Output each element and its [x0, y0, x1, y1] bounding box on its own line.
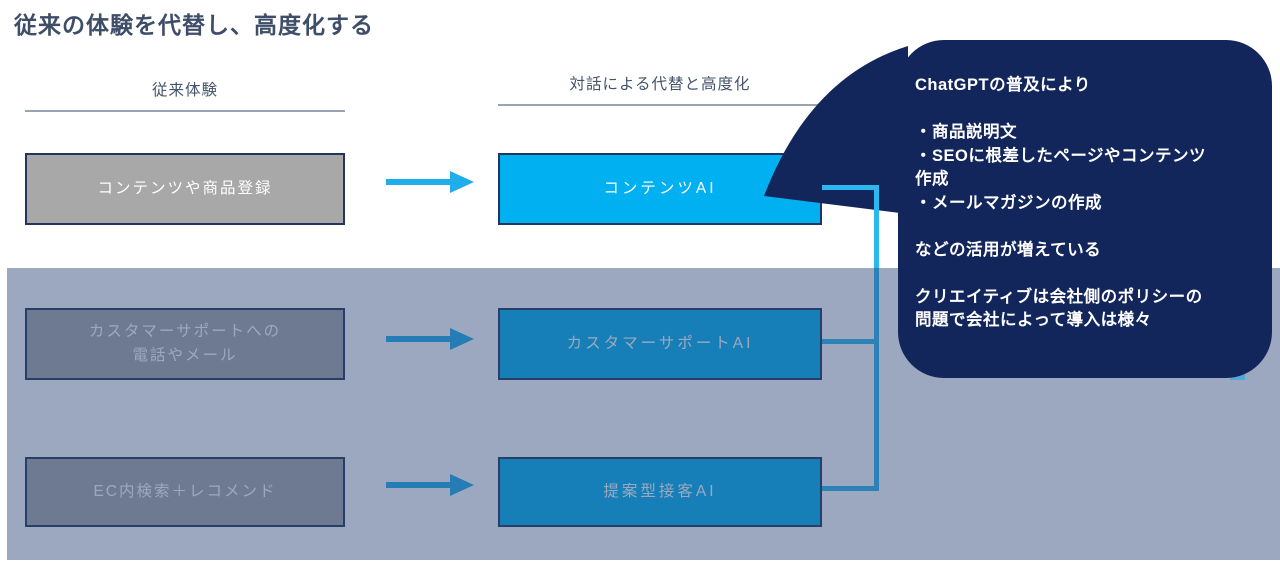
legacy-box-content-registration: コンテンツや商品登録: [25, 153, 345, 225]
arrow-right-icon: [386, 328, 474, 350]
callout-bubble: [898, 40, 1272, 378]
connector-line: [822, 486, 874, 491]
column-header-legacy: 従来体験: [25, 78, 345, 112]
legacy-box-ec-search-recommend: EC内検索＋レコメンド: [25, 457, 345, 527]
connector-line: [874, 268, 879, 491]
connector-line: [822, 185, 879, 190]
arrow-right-icon: [386, 171, 474, 193]
legacy-box-customer-support: カスタマーサポートへの 電話やメール: [25, 308, 345, 380]
connector-line: [874, 185, 879, 268]
column-header-ai: 対話による代替と高度化: [498, 72, 822, 106]
slide-title: 従来の体験を代替し、高度化する: [14, 12, 374, 38]
column-header-ai-label: 対話による代替と高度化: [569, 76, 751, 93]
arrow-right-icon: [386, 474, 474, 496]
ai-box-suggestive-service-ai: 提案型接客AI: [498, 457, 822, 527]
callout-shadow-fragment: [1230, 374, 1245, 380]
connector-line: [822, 339, 874, 344]
callout-tail: [764, 46, 908, 214]
ai-box-customer-support-ai: カスタマーサポートAI: [498, 308, 822, 380]
column-header-legacy-label: 従来体験: [151, 82, 218, 99]
callout-text: ChatGPTの普及により ・商品説明文 ・SEOに根差したページやコンテンツ …: [915, 76, 1207, 329]
